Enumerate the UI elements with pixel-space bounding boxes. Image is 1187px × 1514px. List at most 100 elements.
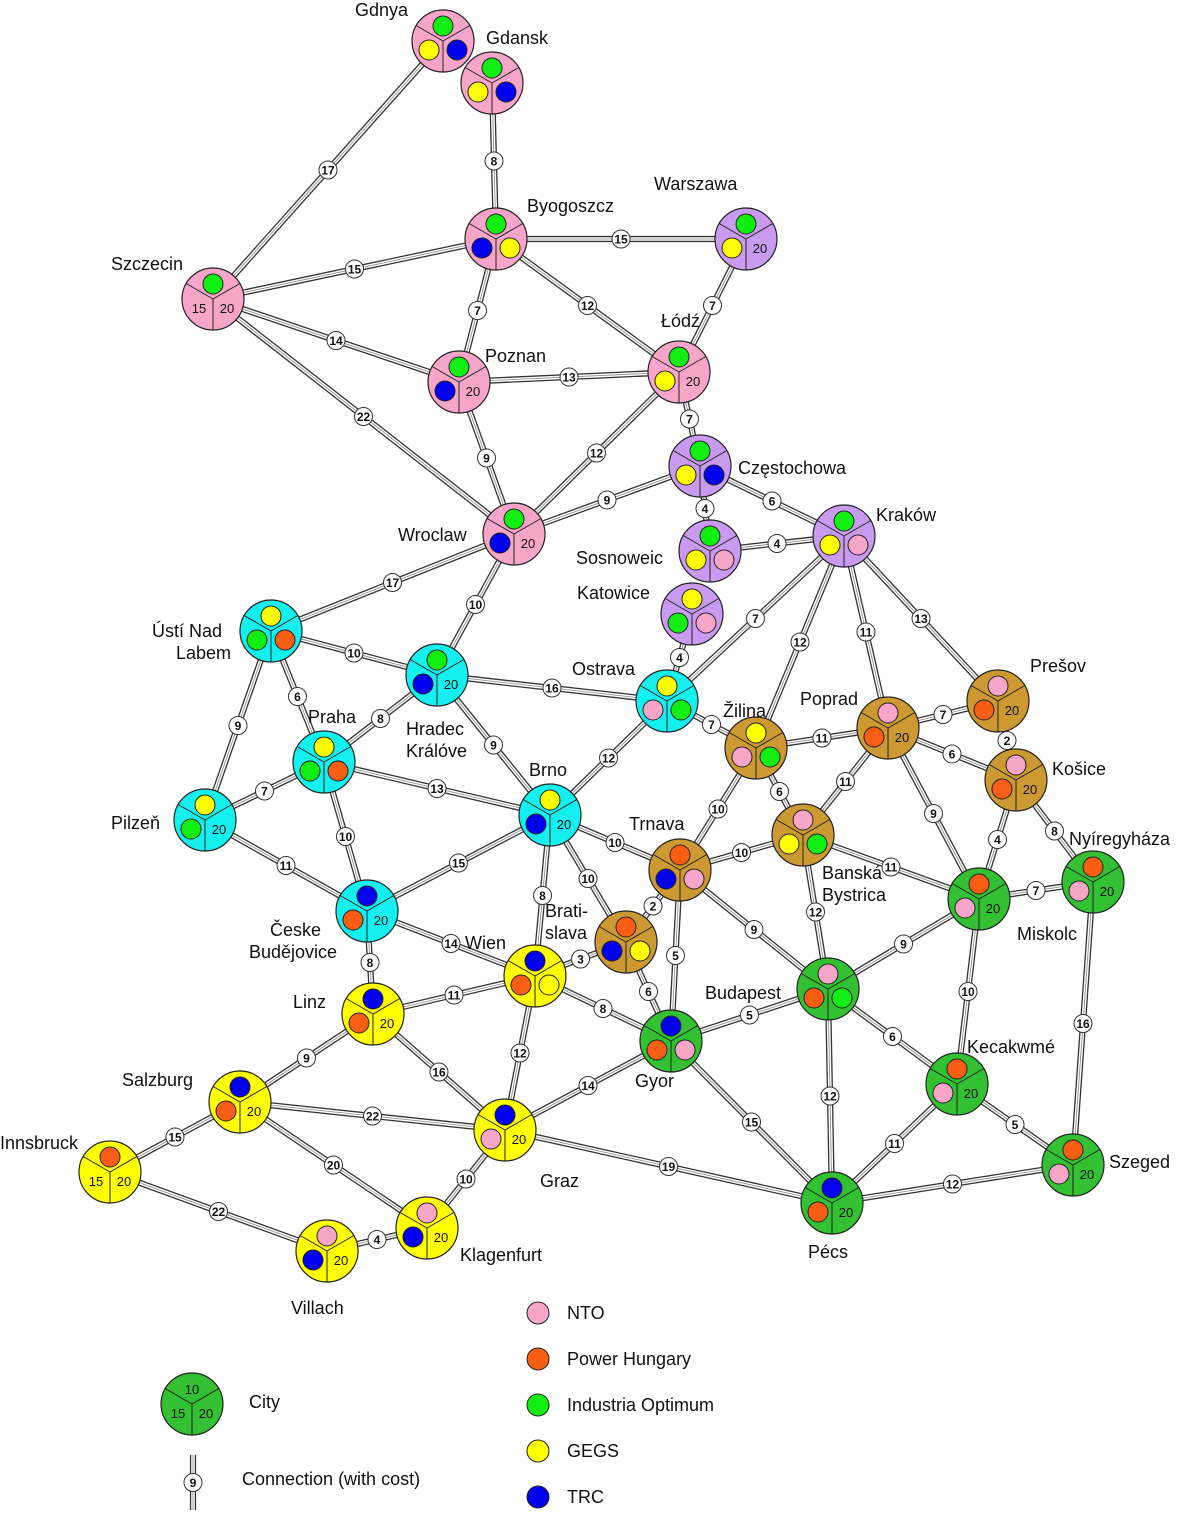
connection-salzburg-graz-cost: 22 xyxy=(366,1109,380,1123)
city-trnava[interactable]: Trnava xyxy=(629,814,712,902)
city-poprad-slot-top-nto xyxy=(877,702,899,724)
connection-brno-budejovice[interactable]: 15 xyxy=(365,812,552,914)
connection-brno-trnava-cost: 10 xyxy=(608,836,622,850)
connection-hradec-ostrava[interactable]: 16 xyxy=(436,671,668,705)
city-katowice-slot-right-nto xyxy=(695,612,717,634)
connection-gyor-pecs-cost-badge xyxy=(742,1112,761,1132)
city-nyiregyhaza-slot-left-nto xyxy=(1068,880,1090,902)
city-sosnoweic[interactable]: Sosnoweic xyxy=(576,519,742,583)
city-gdansk[interactable]: Gdansk xyxy=(460,28,549,115)
connection-byogoszcz-warszawa[interactable]: 15 xyxy=(496,229,746,249)
city-lodz-slot-right-cost: 20 xyxy=(686,374,700,389)
city-warszawa-slot-top-industria-optimum xyxy=(735,213,757,235)
connection-usti-pilzen[interactable]: 9 xyxy=(202,629,274,822)
connection-kecakwme-pecs-cost: 11 xyxy=(888,1137,901,1151)
connection-gyor-pecs[interactable]: 15 xyxy=(668,1038,835,1206)
city-ostrava[interactable]: Ostrava xyxy=(572,659,699,733)
connection-krakow-ostrava[interactable]: 7 xyxy=(664,533,847,704)
city-byogoszcz[interactable]: Byogoszcz xyxy=(464,196,614,271)
city-katowice[interactable]: Katowice xyxy=(577,582,724,646)
city-ostrava-slot-top-gegs xyxy=(656,675,678,697)
city-wien[interactable]: Wien xyxy=(465,933,567,1008)
city-graz-slot-right-cost: 20 xyxy=(512,1132,526,1147)
city-krakow[interactable]: Kraków xyxy=(812,504,937,568)
city-gdansk-slot-right-trc xyxy=(495,81,517,103)
city-villach-slot-top-nto xyxy=(316,1225,338,1247)
connection-pecs-szeged[interactable]: 12 xyxy=(831,1161,1074,1207)
city-pecs-name: Pécs xyxy=(808,1242,848,1262)
connection-pecs-szeged-cost: 12 xyxy=(946,1177,960,1191)
connection-graz-pecs-cost: 19 xyxy=(662,1160,676,1174)
connection-gdnya-szczecin[interactable]: 17 xyxy=(210,38,446,302)
connection-czestochowa-wroclaw[interactable]: 9 xyxy=(512,463,702,537)
legend-city-example-slot-right-cost: 20 xyxy=(199,1406,213,1421)
city-gyor[interactable]: Gyor xyxy=(635,1009,703,1091)
connection-krakow-zilina[interactable]: 12 xyxy=(753,534,847,750)
city-zilina[interactable]: Žilina xyxy=(723,701,788,780)
connection-byogoszcz-lodz[interactable]: 12 xyxy=(494,236,681,375)
connection-szczecin-poznan[interactable]: 14 xyxy=(212,296,460,385)
city-bratislava-slot-divider xyxy=(625,926,654,943)
connection-wien-linz-cost: 11 xyxy=(448,988,461,1002)
connection-salzburg-graz[interactable]: 22 xyxy=(239,1098,506,1134)
city-innsbruck-slot-left-cost: 15 xyxy=(89,1174,103,1189)
city-praha-slot-left-industria-optimum xyxy=(299,760,321,782)
connection-krakow-poprad[interactable]: 11 xyxy=(840,535,892,729)
connection-lodz-wroclaw[interactable]: 12 xyxy=(511,369,682,537)
city-gdnya-slot-top-industria-optimum xyxy=(432,15,454,37)
city-praha[interactable]: Praha xyxy=(292,707,357,794)
connection-hradec-ostrava-cost-badge xyxy=(542,678,562,698)
connection-krakow-zilina-cost: 12 xyxy=(793,635,807,649)
connection-krakow-presov[interactable]: 13 xyxy=(841,533,1001,704)
city-gdnya[interactable]: Gdnya xyxy=(355,0,475,73)
city-czestochowa[interactable]: Częstochowa xyxy=(668,434,847,498)
connection-innsbruck-villach[interactable]: 22 xyxy=(108,1169,329,1254)
legend-connection-example[interactable]: 9 xyxy=(183,1455,203,1510)
connection-graz-pecs[interactable]: 19 xyxy=(504,1126,833,1207)
city-budapest[interactable]: Budapest xyxy=(705,957,860,1021)
connection-budapest-pecs[interactable]: 12 xyxy=(820,988,840,1204)
legend-label-power-hungary: Power Hungary xyxy=(567,1349,691,1369)
connection-gdansk-byogoszcz-cost-badge xyxy=(484,151,504,171)
connection-banska-miskolc-cost: 11 xyxy=(885,860,898,874)
connection-praha-budejovice-cost: 10 xyxy=(339,830,353,844)
connection-szczecin-byogoszcz[interactable]: 15 xyxy=(212,235,497,303)
city-salzburg-slot-divider xyxy=(212,1086,241,1103)
connection-nyiregyhaza-szeged[interactable]: 16 xyxy=(1069,881,1097,1166)
city-bratislava[interactable]: Brati-slava xyxy=(545,901,658,974)
connection-poznan-lodz[interactable]: 13 xyxy=(458,367,680,387)
connection-praha-brno[interactable]: 13 xyxy=(323,758,551,819)
connection-szczecin-wroclaw[interactable]: 22 xyxy=(211,296,516,537)
city-poznan-slot-top-industria-optimum xyxy=(448,356,470,378)
connection-trnava-budapest[interactable]: 9 xyxy=(678,867,830,992)
connection-wroclaw-usti[interactable]: 17 xyxy=(269,531,516,634)
connection-salzburg-klagenfurt[interactable]: 20 xyxy=(238,1099,429,1231)
city-bratislava-name: Brati- xyxy=(545,901,588,921)
connection-poprad-miskolc[interactable]: 9 xyxy=(885,726,982,901)
